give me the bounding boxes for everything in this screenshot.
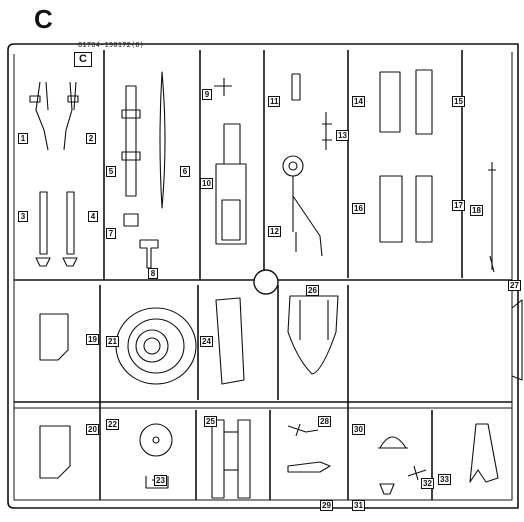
- runner-junction: [253, 269, 279, 295]
- part-number-3: 3: [18, 211, 28, 222]
- part-number-19: 19: [86, 334, 99, 345]
- part-number-29: 29: [320, 500, 333, 511]
- part-number-13: 13: [336, 130, 349, 141]
- part-number-25: 25: [204, 416, 217, 427]
- part-number-6: 6: [180, 166, 190, 177]
- part-number-20: 20: [86, 424, 99, 435]
- part-number-23: 23: [154, 475, 167, 486]
- part-number-18: 18: [470, 205, 483, 216]
- part-number-27: 27: [508, 280, 521, 291]
- part-number-33: 33: [438, 474, 451, 485]
- sheet-code: 81764-198172(8): [78, 41, 145, 49]
- part-number-14: 14: [352, 96, 365, 107]
- part-number-28: 28: [318, 416, 331, 427]
- part-number-30: 30: [352, 424, 365, 435]
- part-number-4: 4: [88, 211, 98, 222]
- sprue-outer-runner: [7, 43, 519, 509]
- part-number-16: 16: [352, 203, 365, 214]
- part-number-31: 31: [352, 500, 365, 511]
- part-number-11: 11: [268, 96, 281, 107]
- part-number-21: 21: [106, 336, 119, 347]
- sheet-letter: C: [34, 4, 53, 34]
- part-number-2: 2: [86, 133, 96, 144]
- part-number-7: 7: [106, 228, 116, 239]
- part-number-26: 26: [306, 285, 319, 296]
- part-number-32: 32: [421, 478, 434, 489]
- frame-tag: C: [74, 52, 92, 67]
- part-number-9: 9: [202, 89, 212, 100]
- part-number-8: 8: [148, 268, 158, 279]
- part-number-24: 24: [200, 336, 213, 347]
- sprue-inner-runner: [13, 52, 513, 501]
- part-number-15: 15: [452, 96, 465, 107]
- part-number-12: 12: [268, 226, 281, 237]
- part-number-17: 17: [452, 200, 465, 211]
- part-number-22: 22: [106, 419, 119, 430]
- part-number-1: 1: [18, 133, 28, 144]
- part-number-5: 5: [106, 166, 116, 177]
- part-number-10: 10: [200, 178, 213, 189]
